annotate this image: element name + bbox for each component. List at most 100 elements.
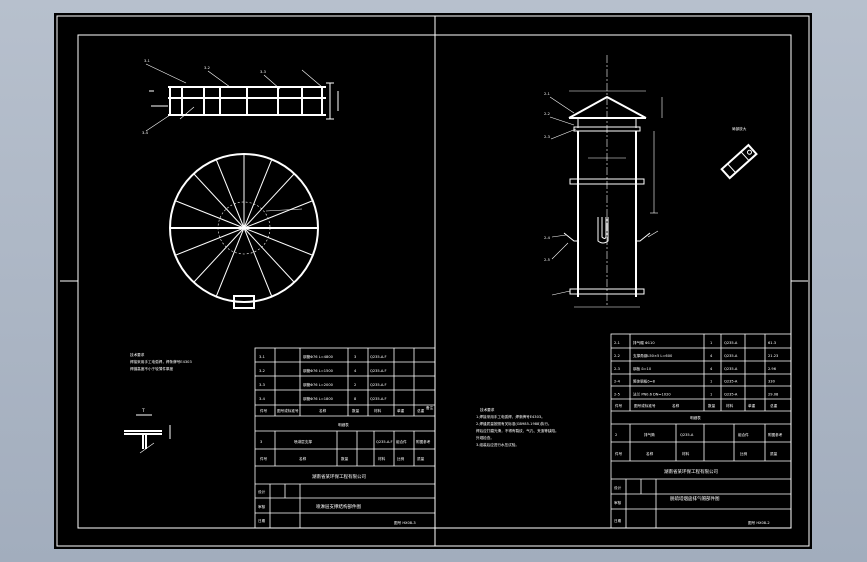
- right-sign-review: 审核: [614, 500, 622, 505]
- right-bom-h-mat: 材料: [726, 403, 734, 408]
- right-note-5: 3.组装后应进行水压试验。: [476, 442, 519, 447]
- right-bom-row-material: Q235-A: [724, 354, 738, 358]
- left-bom-h-no: 件号: [260, 408, 268, 413]
- right-bom-h-unit: 单重: [748, 403, 756, 408]
- sheet-outer-border: [56, 15, 810, 547]
- left-bom-row-name: 钢管Φ76 L=1800: [303, 396, 334, 401]
- left-bom-row-material: Q235-A.F: [370, 355, 387, 359]
- left-bom-row-qty: 2: [354, 383, 356, 387]
- right-sign-design: 设计: [614, 485, 622, 490]
- left-bom-h-code: 图号或标准号: [277, 408, 299, 413]
- left-ph-qty: 数量: [341, 456, 349, 461]
- left-bom-h-name: 名称: [319, 408, 327, 413]
- right-bom-row-qty: 1: [710, 380, 712, 384]
- right-note-1: 1.焊接采用手工电弧焊，焊条牌号E4303。: [476, 414, 545, 419]
- detail-label: 局部放大: [732, 126, 747, 131]
- left-bom-row-no: 3-2: [259, 369, 265, 373]
- right-ph-name: 名称: [646, 451, 654, 456]
- callout-r-5: 2-5: [544, 258, 550, 262]
- left-bom-h-qty: 数量: [352, 408, 360, 413]
- right-bom-row-weight: 2.96: [768, 367, 777, 371]
- left-bom-h-mat: 材料: [374, 408, 382, 413]
- left-sign-design: 设计: [258, 489, 266, 494]
- left-bom-row-name: 钢管Φ76 L=2000: [303, 382, 334, 387]
- right-bom-row-qty: 1: [710, 341, 712, 345]
- right-bom-row-material: Q235-A: [724, 393, 738, 397]
- right-ph-mat: 材料: [682, 451, 690, 456]
- left-ph-scale: 比例: [397, 456, 405, 461]
- left-frame: [77, 34, 436, 529]
- right-bom-h-name: 名称: [672, 403, 680, 408]
- right-frame: [434, 34, 792, 529]
- right-bom-h-total: 总重: [770, 403, 778, 408]
- left-note-2: 焊缝高度不小于较薄件厚度: [130, 366, 174, 371]
- right-bom-row-no: 2-2: [614, 354, 620, 358]
- left-bom-h-remark: 备注: [426, 405, 434, 410]
- support-plan-circle: [169, 153, 319, 309]
- right-bom-row-no: 2-3: [614, 367, 620, 371]
- callout-r-2: 2-2: [544, 112, 550, 116]
- left-bom-row-name: 钢管Φ76 L=1500: [303, 368, 334, 373]
- right-bom-row-weight: 29.08: [768, 393, 779, 397]
- left-bom-h-unit: 单重: [397, 408, 405, 413]
- right-part-scale: 组合件: [738, 432, 749, 437]
- right-part-name: 排气筒: [644, 432, 655, 437]
- right-bom-row-weight: 61.3: [768, 341, 776, 345]
- right-sign-date: 日期: [614, 518, 622, 523]
- right-ph-scale: 比例: [740, 451, 748, 456]
- right-title-block: [610, 333, 792, 529]
- cad-viewport[interactable]: 3-1 3-2 3-3 3-4 技术要求 焊接采用手工电弧焊，焊条牌号E4303…: [54, 13, 812, 549]
- left-note-title: 技术要求: [130, 352, 145, 357]
- right-bom-row-weight: 330: [768, 380, 776, 384]
- right-bom-row-weight: 21.23: [768, 354, 778, 358]
- right-bom-row-name: 法兰 PN0.6 DN=1020: [633, 392, 671, 397]
- left-ph-name: 名称: [299, 456, 307, 461]
- left-ph-mass: 质量: [417, 456, 425, 461]
- right-bom-row-no: 2-5: [614, 393, 620, 397]
- right-part-mass: 附图参考: [768, 432, 783, 437]
- bracket-detail: [720, 143, 758, 180]
- left-ph-mat: 材料: [378, 456, 386, 461]
- left-table-title: 明细表: [338, 422, 349, 427]
- right-bom-row-qty: 4: [710, 367, 713, 371]
- left-part-name: 喷淋层支撑: [294, 439, 312, 444]
- right-bom-row-name: 排气帽 Φ110: [633, 340, 655, 345]
- left-sign-review: 审核: [258, 504, 266, 509]
- callout-r-4: 2-4: [544, 236, 551, 240]
- left-bom-h-total: 总重: [417, 408, 425, 413]
- left-title-block: [254, 347, 436, 529]
- right-bom-row-name: 支撑角钢L50×5 L=600: [633, 353, 673, 358]
- right-drawing-no: 图号 HX08-2: [748, 520, 770, 525]
- left-bom-row-material: Q235-A.F: [370, 369, 387, 373]
- callout-elev-1: 3-1: [144, 59, 150, 63]
- left-company: 湖南省某环保工程有限公司: [312, 473, 366, 480]
- right-part-no: 2: [615, 433, 617, 437]
- right-bom-row-material: Q235-A: [724, 367, 738, 371]
- left-note-1: 焊接采用手工电弧焊，焊条牌号E4303: [130, 359, 192, 364]
- right-part-mat: Q235-A: [680, 433, 694, 437]
- callout-elev-4: 3-4: [142, 131, 149, 135]
- right-ph-no: 件号: [615, 451, 623, 456]
- t-section-label: T: [141, 408, 145, 414]
- callout-elev-3: 3-3: [260, 70, 266, 74]
- left-bom-row-name: 钢管Φ76 L=4800: [303, 354, 334, 359]
- right-bom-row-material: Q235-A: [724, 341, 738, 345]
- right-bom-row-no: 2-1: [614, 341, 620, 345]
- right-note-3: 焊后应打磨光滑，不得有裂纹、气孔、夹渣等缺陷。: [476, 428, 559, 433]
- left-sign-date: 日期: [258, 518, 266, 523]
- left-bom-row-material: Q235-A.F: [370, 383, 387, 387]
- right-company: 湖南省某环保工程有限公司: [664, 468, 718, 475]
- right-ph-mass: 质量: [770, 451, 778, 456]
- left-bom-row-no: 3-4: [259, 397, 266, 401]
- left-part-mass: 附图参考: [416, 439, 431, 444]
- drawing-canvas[interactable]: 3-1 3-2 3-3 3-4 技术要求 焊接采用手工电弧焊，焊条牌号E4303…: [54, 13, 812, 549]
- callout-elev-2: 3-2: [204, 66, 210, 70]
- right-bom-h-qty: 数量: [708, 403, 716, 408]
- left-drawing-title: 喷淋层支撑结构部件图: [316, 503, 361, 510]
- right-bom-h-no: 件号: [615, 403, 623, 408]
- right-drawing-title: 脱硫塔烟囱排气帽部件图: [670, 495, 720, 502]
- right-note-title: 技术要求: [480, 407, 495, 412]
- left-drawing-no: 图号 HX08-3: [394, 520, 416, 525]
- left-part-scale: 组合件: [396, 439, 407, 444]
- right-bom-row-no: 2-4: [614, 380, 621, 384]
